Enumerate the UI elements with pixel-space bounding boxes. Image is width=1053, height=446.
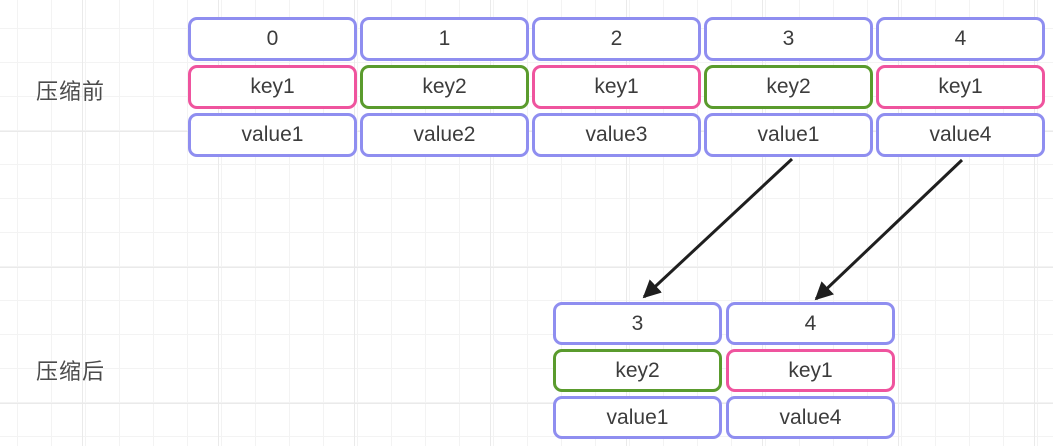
index-cell: 0 [188, 17, 357, 61]
array-column-1: 1 key2 value2 [360, 17, 529, 157]
after-compression-label: 压缩后 [36, 359, 106, 384]
value-cell: value4 [726, 396, 895, 439]
before-compression-label: 压缩前 [36, 79, 106, 104]
key-cell: key1 [532, 65, 701, 109]
key-cell: key1 [876, 65, 1045, 109]
value-cell: value1 [704, 113, 873, 157]
array-column-4: 4 key1 value4 [876, 17, 1045, 157]
value-cell: value1 [188, 113, 357, 157]
array-column-3: 3 key2 value1 [704, 17, 873, 157]
array-column-2: 2 key1 value3 [532, 17, 701, 157]
key-cell: key2 [704, 65, 873, 109]
value-cell: value3 [532, 113, 701, 157]
index-cell: 3 [553, 302, 722, 345]
index-cell: 1 [360, 17, 529, 61]
index-cell: 4 [726, 302, 895, 345]
key-cell: key2 [360, 65, 529, 109]
value-cell: value2 [360, 113, 529, 157]
array-column-3-compressed: 3 key2 value1 [553, 302, 722, 439]
key-cell: key1 [188, 65, 357, 109]
index-cell: 3 [704, 17, 873, 61]
arrow-value4-to-slot4 [814, 158, 964, 301]
after-compression-array: 3 key2 value1 4 key1 value4 [553, 302, 895, 439]
value-cell: value1 [553, 396, 722, 439]
index-cell: 4 [876, 17, 1045, 61]
value-cell: value4 [876, 113, 1045, 157]
array-column-4-compressed: 4 key1 value4 [726, 302, 895, 439]
key-cell: key1 [726, 349, 895, 392]
index-cell: 2 [532, 17, 701, 61]
arrow-value1-to-slot3 [642, 157, 794, 299]
before-compression-array: 0 key1 value1 1 key2 value2 2 key1 value… [188, 17, 1045, 157]
array-column-0: 0 key1 value1 [188, 17, 357, 157]
key-cell: key2 [553, 349, 722, 392]
